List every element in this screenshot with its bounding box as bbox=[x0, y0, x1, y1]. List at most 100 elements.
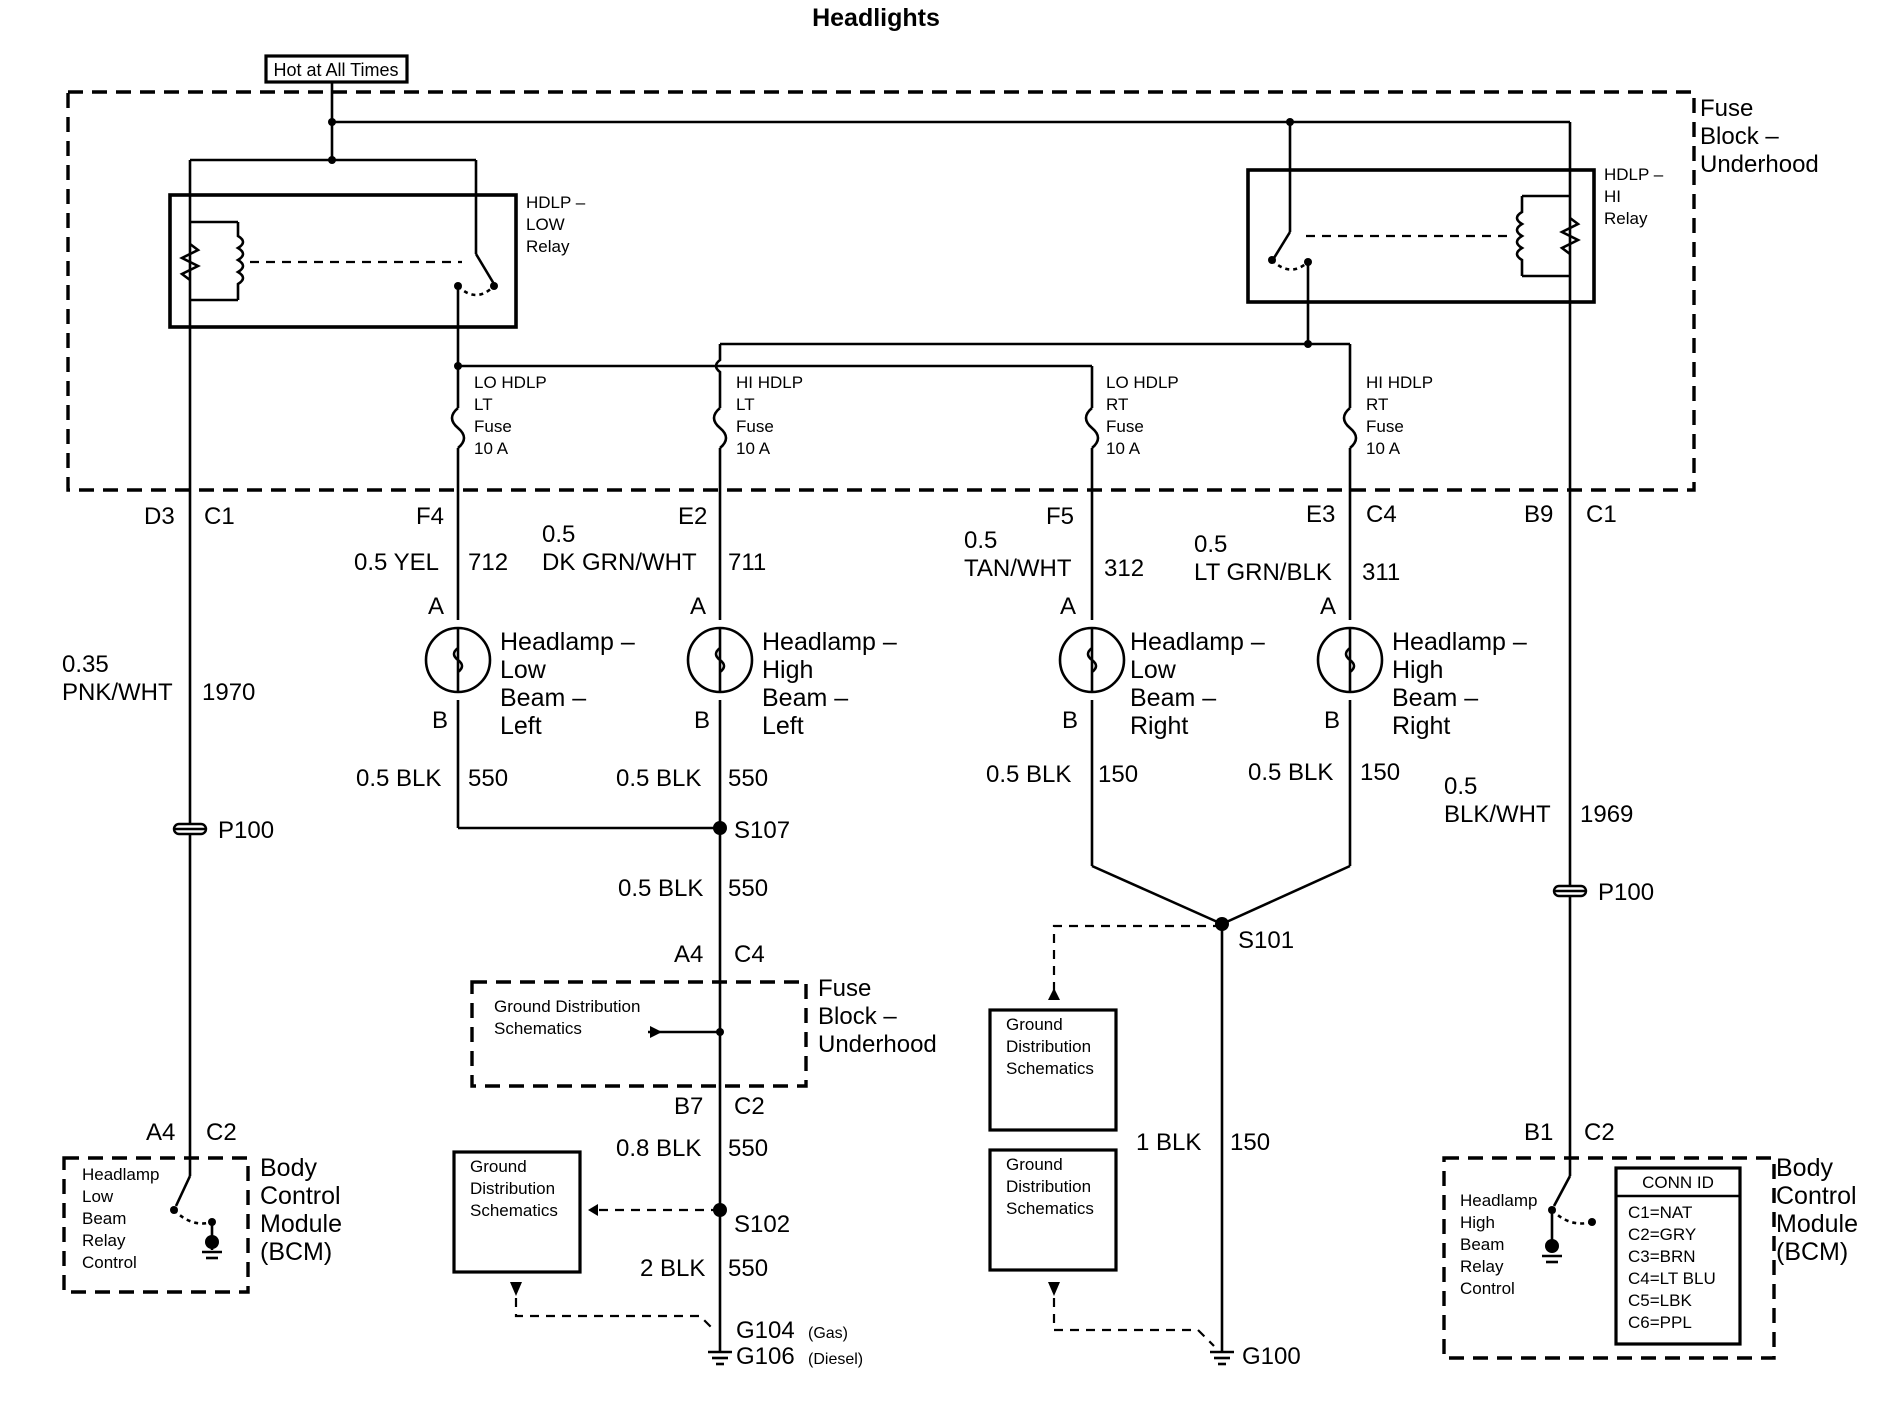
ground-g100-symbol bbox=[1210, 1350, 1234, 1366]
svg-text:550: 550 bbox=[728, 1135, 768, 1162]
wire-1970-label: 0.35 PNK/WHT 1970 bbox=[62, 651, 255, 706]
svg-text:0.5 BLK: 0.5 BLK bbox=[616, 765, 701, 792]
svg-text:0.5 BLK: 0.5 BLK bbox=[618, 875, 703, 902]
headlamp-low-left-label: Headlamp – Low Beam – Left bbox=[500, 628, 635, 740]
fuse-label-2: HI HDLP LT Fuse 10 A bbox=[736, 373, 803, 458]
hdlp-low-relay-label: HDLP – LOW Relay bbox=[526, 193, 586, 256]
svg-text:G100: G100 bbox=[1242, 1343, 1301, 1370]
svg-text:150: 150 bbox=[1230, 1129, 1270, 1156]
bcm-left-label: Body Control Module (BCM) bbox=[260, 1154, 342, 1266]
svg-text:1970: 1970 bbox=[202, 679, 255, 706]
svg-text:LT: LT bbox=[474, 395, 493, 414]
svg-text:Relay: Relay bbox=[1604, 209, 1648, 228]
svg-text:C5=LBK: C5=LBK bbox=[1628, 1291, 1692, 1310]
svg-text:Ground: Ground bbox=[1006, 1015, 1063, 1034]
diagram-title: Headlights bbox=[812, 4, 940, 32]
svg-text:PNK/WHT: PNK/WHT bbox=[62, 679, 173, 706]
svg-text:RT: RT bbox=[1366, 395, 1388, 414]
svg-text:HI: HI bbox=[1604, 187, 1621, 206]
svg-text:0.5 YEL: 0.5 YEL bbox=[354, 549, 439, 576]
top-connector-labels: D3 C1 F4 E2 F5 E3 C4 B9 C1 bbox=[144, 501, 1617, 530]
relay-output-wiring bbox=[454, 310, 1352, 384]
svg-text:Module: Module bbox=[260, 1210, 342, 1238]
svg-text:Headlamp –: Headlamp – bbox=[1392, 628, 1527, 656]
headlamp-high-right-label: Headlamp – High Beam – Right bbox=[1392, 628, 1527, 740]
svg-text:10 A: 10 A bbox=[1366, 439, 1401, 458]
svg-text:P100: P100 bbox=[1598, 879, 1654, 906]
svg-text:LOW: LOW bbox=[526, 215, 565, 234]
hdlp-hi-relay bbox=[1246, 158, 1596, 310]
middle-connector-labels: A4 C4 B7 C2 bbox=[674, 941, 765, 1120]
svg-text:0.5: 0.5 bbox=[1194, 531, 1227, 558]
svg-text:Beam –: Beam – bbox=[762, 684, 848, 712]
svg-text:C2: C2 bbox=[734, 1093, 765, 1120]
wire-312-label: 0.5 TAN/WHT 312 bbox=[964, 527, 1144, 582]
svg-text:Ground: Ground bbox=[470, 1157, 527, 1176]
svg-text:10 A: 10 A bbox=[474, 439, 509, 458]
svg-text:Fuse: Fuse bbox=[1106, 417, 1144, 436]
svg-text:Underhood: Underhood bbox=[818, 1031, 937, 1058]
svg-text:C4=LT BLU: C4=LT BLU bbox=[1628, 1269, 1716, 1288]
svg-text:TAN/WHT: TAN/WHT bbox=[964, 555, 1072, 582]
wire-712-label: 0.5 YEL 712 bbox=[354, 549, 508, 576]
svg-text:10 A: 10 A bbox=[1106, 439, 1141, 458]
fuse-hi-hdlp-rt bbox=[1342, 384, 1358, 500]
svg-text:RT: RT bbox=[1106, 395, 1128, 414]
svg-text:E3: E3 bbox=[1306, 501, 1335, 528]
svg-text:LT: LT bbox=[736, 395, 755, 414]
svg-text:B: B bbox=[432, 707, 448, 734]
svg-text:Beam –: Beam – bbox=[1392, 684, 1478, 712]
conn-id-table: CONN ID C1=NAT C2=GRY C3=BRN C4=LT BLU C… bbox=[1614, 1166, 1742, 1346]
svg-text:Distribution: Distribution bbox=[470, 1179, 555, 1198]
svg-text:Fuse: Fuse bbox=[474, 417, 512, 436]
svg-text:C2=GRY: C2=GRY bbox=[1628, 1225, 1696, 1244]
svg-text:High: High bbox=[1460, 1213, 1495, 1232]
svg-text:Beam: Beam bbox=[1460, 1235, 1504, 1254]
svg-text:Low: Low bbox=[500, 656, 547, 684]
svg-text:Block –: Block – bbox=[818, 1003, 897, 1030]
svg-text:E2: E2 bbox=[678, 503, 707, 530]
svg-text:Module: Module bbox=[1776, 1210, 1858, 1238]
hot-label: Hot at All Times bbox=[273, 60, 398, 80]
svg-text:Ground Distribution: Ground Distribution bbox=[494, 997, 640, 1016]
svg-text:Distribution: Distribution bbox=[1006, 1177, 1091, 1196]
headlamp-high-right-bulb bbox=[1316, 626, 1384, 694]
fuse-block-middle-label: Fuse Block – Underhood bbox=[818, 975, 937, 1058]
svg-text:HI HDLP: HI HDLP bbox=[736, 373, 803, 392]
fuse-label-3: LO HDLP RT Fuse 10 A bbox=[1106, 373, 1179, 458]
lamp-pin-labels: A A A A B B B B bbox=[428, 593, 1340, 734]
svg-text:HDLP –: HDLP – bbox=[526, 193, 586, 212]
svg-text:Distribution: Distribution bbox=[1006, 1037, 1091, 1056]
svg-text:Block –: Block – bbox=[1700, 123, 1779, 150]
svg-text:(BCM): (BCM) bbox=[1776, 1238, 1848, 1266]
svg-text:(Gas): (Gas) bbox=[808, 1325, 848, 1342]
svg-text:C3=BRN: C3=BRN bbox=[1628, 1247, 1696, 1266]
headlamp-high-left-label: Headlamp – High Beam – Left bbox=[762, 628, 897, 740]
svg-text:B: B bbox=[1062, 707, 1078, 734]
svg-text:Fuse: Fuse bbox=[736, 417, 774, 436]
svg-text:10 A: 10 A bbox=[736, 439, 771, 458]
fuse-lo-hdlp-rt bbox=[1084, 366, 1100, 500]
svg-text:550: 550 bbox=[728, 1255, 768, 1282]
battery-feed-bus bbox=[188, 82, 1572, 186]
svg-text:CONN ID: CONN ID bbox=[1642, 1173, 1714, 1192]
svg-text:Ground: Ground bbox=[1006, 1155, 1063, 1174]
svg-text:Control: Control bbox=[1776, 1182, 1857, 1210]
ground-labels: G104 (Gas) G106 (Diesel) G100 bbox=[736, 1317, 1301, 1370]
svg-text:0.5 BLK: 0.5 BLK bbox=[356, 765, 441, 792]
svg-text:Headlamp –: Headlamp – bbox=[762, 628, 897, 656]
svg-text:D3: D3 bbox=[144, 503, 175, 530]
svg-text:Schematics: Schematics bbox=[1006, 1059, 1094, 1078]
svg-text:2 BLK: 2 BLK bbox=[640, 1255, 705, 1282]
svg-text:A4: A4 bbox=[674, 941, 703, 968]
svg-text:Headlamp –: Headlamp – bbox=[1130, 628, 1265, 656]
svg-text:0.5 BLK: 0.5 BLK bbox=[1248, 759, 1333, 786]
svg-text:Body: Body bbox=[260, 1154, 317, 1182]
headlamp-low-left-bulb bbox=[424, 626, 492, 694]
svg-text:C2: C2 bbox=[206, 1119, 237, 1146]
svg-text:Schematics: Schematics bbox=[470, 1201, 558, 1220]
fuse-block-label: Fuse Block – Underhood bbox=[1700, 95, 1819, 178]
lamp-feed-wires bbox=[456, 500, 1352, 620]
svg-text:Fuse: Fuse bbox=[818, 975, 871, 1002]
